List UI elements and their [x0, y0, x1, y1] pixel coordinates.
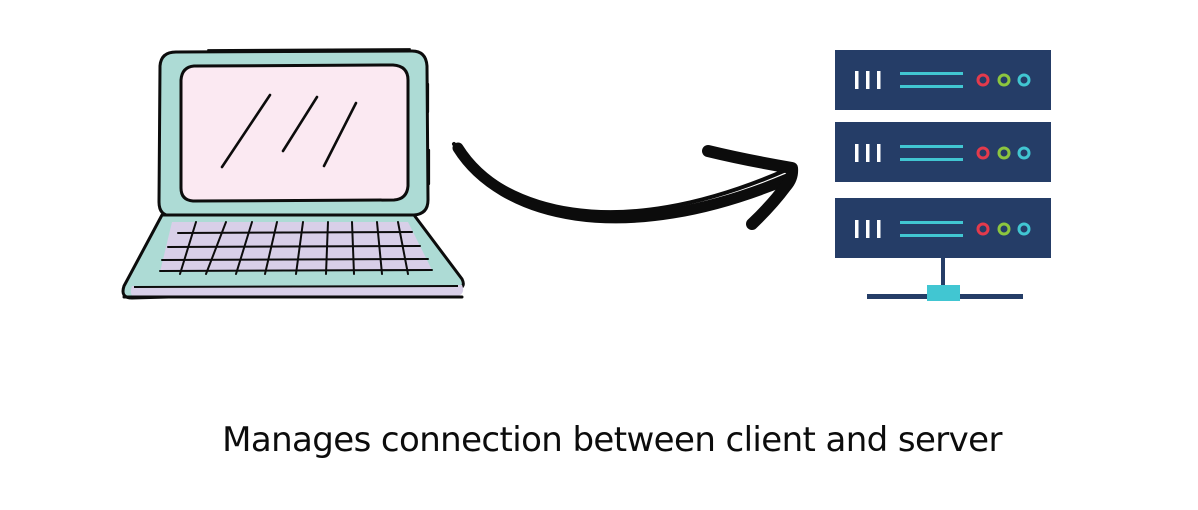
server-unit-2 [835, 122, 1051, 182]
laptop-icon [121, 48, 465, 300]
diagram-caption: Manages connection between client and se… [222, 420, 1002, 460]
arrow-head [702, 145, 799, 230]
server-rack-icon [835, 50, 1051, 301]
server-stand [867, 258, 1023, 301]
server-unit-3 [835, 198, 1051, 258]
connection-arrow [452, 142, 799, 230]
server-unit-1 [835, 50, 1051, 110]
